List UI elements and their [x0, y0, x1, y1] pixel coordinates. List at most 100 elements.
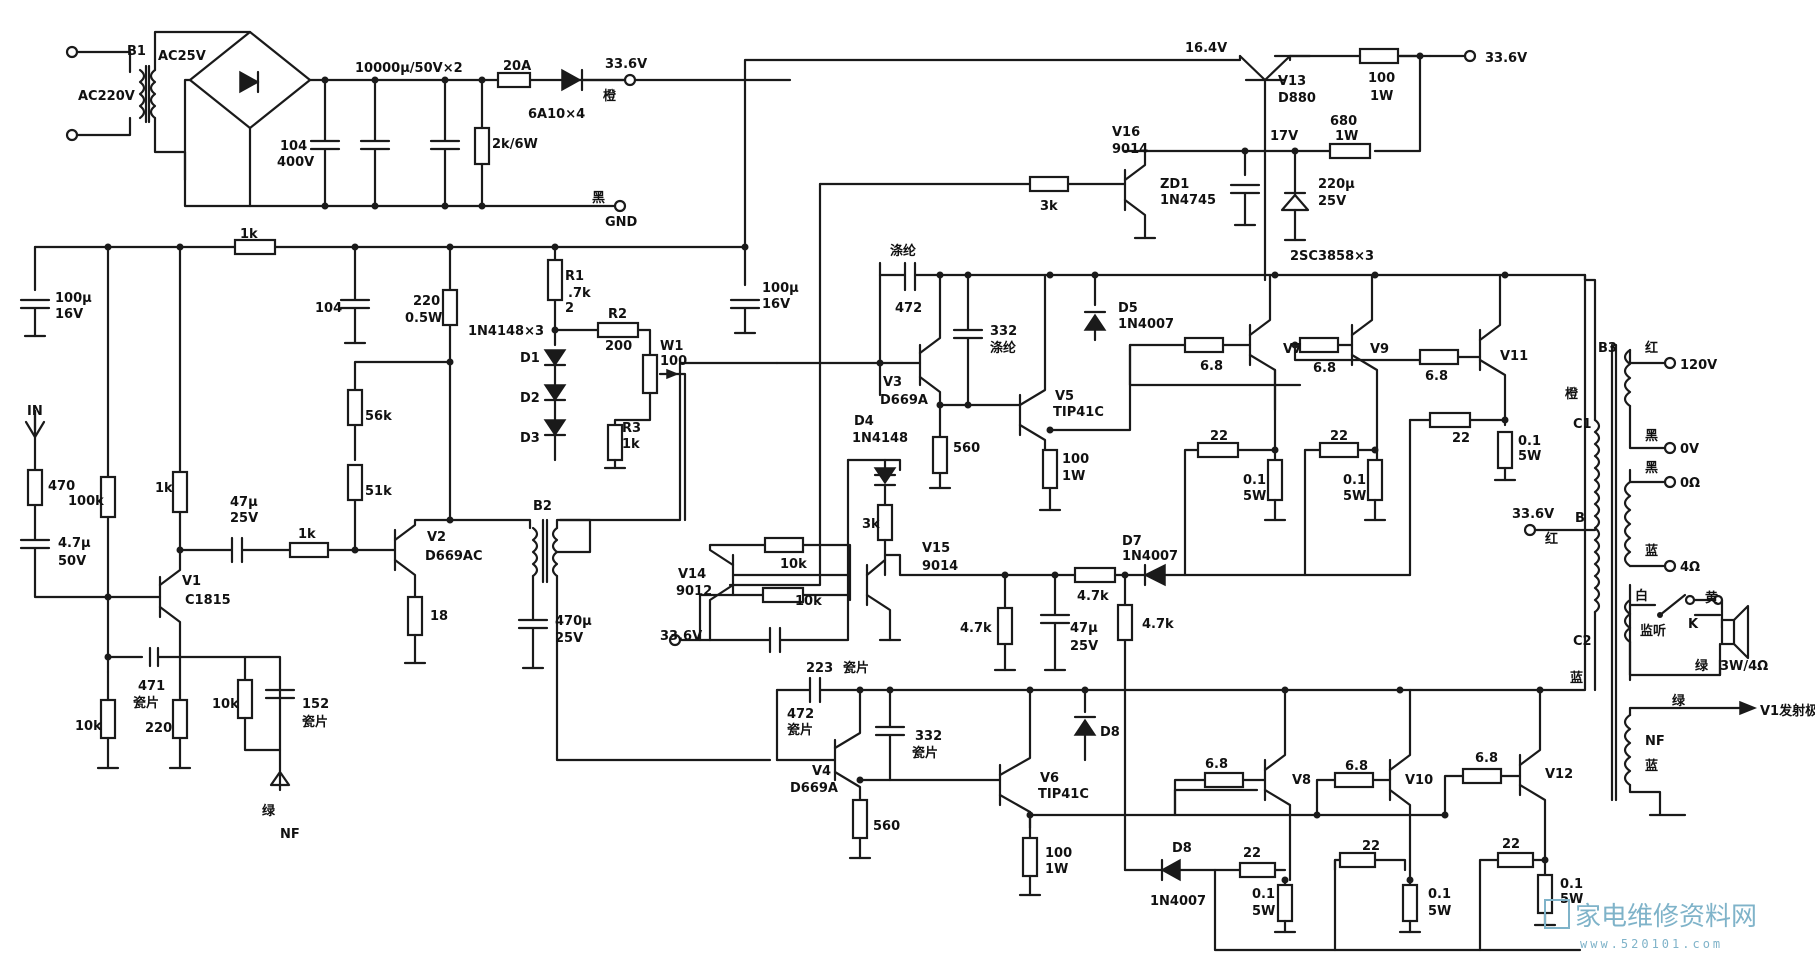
label-472: 472 — [895, 301, 922, 316]
label-cap-10000: 10000μ/50V×2 — [355, 61, 463, 76]
label-0ohm: 0Ω — [1680, 476, 1700, 491]
label-r100: 100 — [1368, 71, 1395, 86]
label-v10: V10 — [1405, 773, 1433, 788]
svg-text:9014: 9014 — [922, 559, 958, 574]
label-v7: V7 — [1283, 342, 1302, 357]
label-220: 220 — [413, 294, 440, 309]
label-16-4v: 16.4V — [1185, 41, 1227, 56]
label-200: 200 — [605, 339, 632, 354]
label-c1: C1 — [1573, 417, 1592, 432]
label-1k-top: 1k — [240, 227, 258, 242]
resistor-680 — [1328, 142, 1372, 160]
label-1w: 1W — [1370, 89, 1393, 104]
svg-text:25V: 25V — [230, 511, 258, 526]
label-fuse: 20A — [503, 59, 531, 74]
watermark-url: www.520101.com — [1580, 937, 1723, 951]
label-r2: R2 — [608, 307, 627, 322]
svg-text:4.7k: 4.7k — [1077, 589, 1109, 604]
label-d2: D2 — [520, 391, 540, 406]
svg-text:NF: NF — [1645, 734, 1665, 749]
label-16v-a: 16V — [55, 307, 83, 322]
label-16v-b: 16V — [762, 297, 790, 312]
label-v12: V12 — [1545, 767, 1573, 782]
label-4ohm: 4Ω — [1680, 560, 1700, 575]
label-w1: W1 — [660, 339, 683, 354]
svg-text:黑: 黑 — [1645, 461, 1658, 476]
label-d880: D880 — [1278, 91, 1316, 106]
svg-text:6.8: 6.8 — [1345, 759, 1368, 774]
resistor-3k — [1028, 175, 1070, 193]
label-tip41c-v5: TIP41C — [1053, 405, 1104, 420]
label-d3: D3 — [520, 431, 540, 446]
label-zd1: ZD1 — [1160, 177, 1189, 192]
svg-text:22: 22 — [1452, 431, 1470, 446]
watermark: 家电维修资料网 www.520101.com — [1544, 899, 1757, 951]
label-3k: 3k — [1040, 199, 1058, 214]
svg-text:蓝: 蓝 — [1645, 758, 1658, 774]
label-d4: D4 — [854, 414, 874, 429]
label-v13: V13 — [1278, 74, 1306, 89]
svg-text:1W: 1W — [1335, 129, 1358, 144]
circuit-wiring — [19, 30, 1758, 952]
svg-text:22: 22 — [1362, 839, 1380, 854]
label-470: 470 — [48, 479, 75, 494]
label-470u: 470μ — [555, 614, 592, 629]
svg-text:22: 22 — [1243, 846, 1261, 861]
label-v15: V15 — [922, 541, 950, 556]
label-223: 223 — [806, 661, 833, 676]
label-1n4148: 1N4148 — [852, 431, 908, 446]
label-orange: 橙 — [603, 88, 617, 104]
label-r1-value: .7k — [568, 286, 591, 301]
svg-text:4.7k: 4.7k — [1142, 617, 1174, 632]
svg-text:瓷片: 瓷片 — [912, 745, 938, 761]
svg-text:22: 22 — [1210, 429, 1228, 444]
svg-text:5W: 5W — [1428, 904, 1451, 919]
label-polyester: 涤纶 — [890, 243, 916, 259]
svg-text:瓷片: 瓷片 — [787, 722, 813, 738]
svg-text:560: 560 — [873, 819, 900, 834]
svg-text:33.6V: 33.6V — [1512, 507, 1554, 522]
svg-text:涤纶: 涤纶 — [990, 340, 1016, 356]
label-v1-emitter: V1发射极 — [1760, 703, 1815, 719]
label-ac25v: AC25V — [158, 49, 206, 64]
label-ceramic-223: 瓷片 — [843, 660, 869, 676]
svg-text:25V: 25V — [1070, 639, 1098, 654]
svg-text:220: 220 — [145, 721, 172, 736]
svg-text:绿: 绿 — [1695, 658, 1709, 674]
label-d1: D1 — [520, 351, 540, 366]
label-220u: 220μ — [1318, 177, 1355, 192]
label-0-5w: 0.5W — [405, 311, 442, 326]
label-v3: V3 — [883, 375, 902, 390]
resistor-2k — [473, 126, 491, 166]
svg-text:1W: 1W — [1062, 469, 1085, 484]
speaker — [1720, 618, 1736, 646]
resistor-100-1w — [1358, 47, 1400, 65]
label-471: 471 — [138, 679, 165, 694]
label-c2: C2 — [1573, 634, 1592, 649]
svg-text:1k: 1k — [155, 481, 173, 496]
label-gnd: GND — [605, 215, 638, 230]
label-speaker: 3W/4Ω — [1720, 659, 1768, 674]
svg-text:22: 22 — [1330, 429, 1348, 444]
label-w1-value: 100 — [660, 354, 687, 369]
label-red: 红 — [1645, 340, 1658, 356]
label-51k: 51k — [365, 484, 392, 499]
label-monitor: 监听 — [1640, 623, 1666, 639]
label-10k-v14: 10k — [780, 557, 807, 572]
svg-text:104: 104 — [280, 139, 307, 154]
svg-text:3k: 3k — [862, 517, 880, 532]
svg-text:10k: 10k — [795, 594, 822, 609]
svg-text:1k: 1k — [298, 527, 316, 542]
svg-text:6.8: 6.8 — [1205, 757, 1228, 772]
label-white: 白 — [1635, 588, 1648, 604]
svg-text:5W: 5W — [1243, 489, 1266, 504]
label-47u: 47μ — [230, 495, 258, 510]
resistor-1k — [233, 238, 277, 256]
label-560-top: 560 — [953, 441, 980, 456]
svg-text:0.1: 0.1 — [1428, 887, 1451, 902]
label-332: 332 — [990, 324, 1017, 339]
label-green-nf: 绿 — [262, 803, 276, 819]
svg-text:0.1: 0.1 — [1252, 887, 1275, 902]
label-v8: V8 — [1292, 773, 1311, 788]
